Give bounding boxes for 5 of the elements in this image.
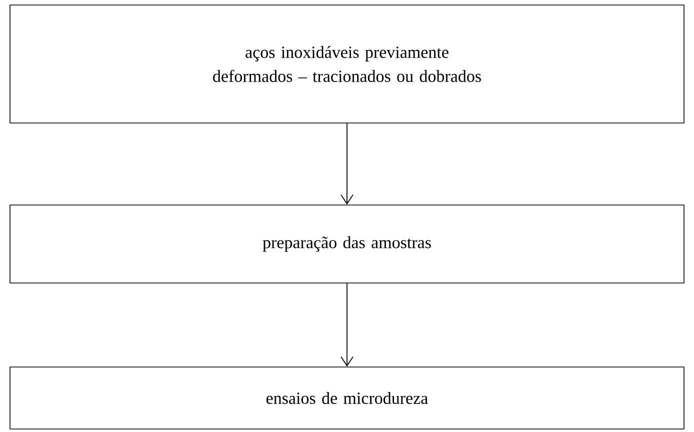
arrow	[340, 282, 354, 367]
process-box: preparação das amostras	[10, 204, 684, 284]
process-box: ensaios de microdureza	[10, 366, 684, 430]
process-box: aços inoxidáveis previamente deformados – tracionados ou dobrados	[10, 4, 684, 124]
arrow	[340, 122, 354, 205]
